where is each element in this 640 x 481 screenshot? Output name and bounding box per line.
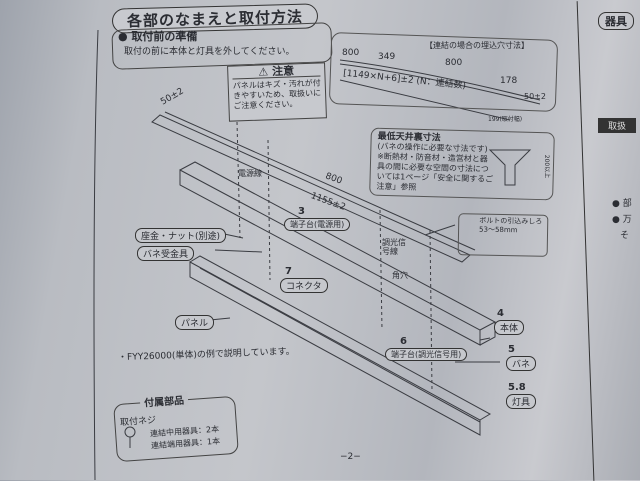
part-num: 5.8 (508, 382, 526, 393)
joint-rail (339, 59, 541, 101)
panel-inner-line (199, 267, 481, 423)
right-page-bullet: ● 部 (612, 199, 632, 209)
bullet-text: 部 (622, 199, 632, 209)
part-num: 7 (285, 266, 292, 277)
part-spring-bracket: バネ受金具 (137, 246, 195, 261)
part-terminal-dimmer: 端子台(調光信号用) (385, 348, 468, 361)
caution-text: パネルはキズ・汚れが付きやすいため、取扱いにご注意ください。 (232, 78, 322, 111)
joint-rail-bottom (339, 79, 511, 121)
ceiling-height: 200以上 (543, 154, 551, 179)
page-number: −2− (340, 452, 361, 462)
dimmer-wire-label: 調光信号線 (382, 238, 406, 256)
joint-dim: 800 (445, 58, 463, 68)
rail-edge (164, 111, 476, 251)
right-page-dark-heading: 取扱 (598, 118, 637, 133)
ceiling-note: ※断熱材・防音材・造営材と器具の間に必要な空間の寸法については1ページ「安全に関… (376, 151, 494, 192)
part-body: 本体 (494, 320, 525, 335)
panel-top-edge (189, 255, 492, 421)
joint-dim: 178 (500, 76, 518, 86)
page-border (93, 29, 99, 480)
part-num: 4 (497, 308, 504, 319)
bolt-range: 53～58mm (479, 225, 518, 235)
right-page-heading: 器具 (598, 12, 634, 30)
part-washer-nut: 座金・ナット(別途) (135, 228, 227, 243)
joint-rail (339, 63, 541, 105)
right-page-bullet-cont: そ (620, 231, 630, 241)
lamp-panel (189, 261, 481, 436)
caution-title-text: 注意 (271, 64, 295, 79)
joint-dim: 50±2 (524, 92, 546, 101)
caution-title: ⚠ 注意 (232, 64, 321, 80)
bolt-box: ボルトの引込みしろ 53～58mm (457, 213, 549, 257)
guide-line (429, 229, 433, 391)
ceiling-width: 199(取付幅) (488, 116, 523, 123)
prep-heading: ● 取付前の準備 (118, 30, 198, 43)
leader-line (214, 249, 263, 253)
caution-box: ⚠ 注意 パネルはキズ・汚れが付きやすいため、取扱いにご注意ください。 (227, 62, 327, 122)
part-terminal-power: 端子台(電源用) (284, 218, 351, 231)
right-page-bullet: ● 万 (612, 215, 632, 225)
part-spring: バネ (506, 356, 537, 371)
leader-line (479, 337, 491, 341)
part-lamp: 灯具 (506, 394, 537, 409)
ceiling-fixture-icon (488, 149, 532, 186)
part-panel: パネル (175, 315, 215, 330)
part-connector: コネクタ (280, 278, 328, 293)
part-num: 3 (298, 206, 305, 217)
square-hole-label: 角穴 (392, 271, 408, 280)
bullet-text: 万 (622, 215, 632, 225)
leader-line (424, 224, 456, 236)
mounting-rail (151, 114, 471, 263)
body-top-edge (179, 161, 497, 331)
part-num: 5 (508, 344, 515, 355)
guide-line (267, 139, 271, 281)
ceiling-box: 最低天井裏寸法 (バネの操作に必要な寸法です) ※断熱材・防音材・造営材と器具の… (369, 127, 555, 201)
guide-line (236, 121, 241, 239)
part-num: 6 (400, 336, 407, 347)
prep-text: 取付の前に本体と灯具を外してください。 (124, 47, 295, 57)
guide-line (379, 209, 383, 331)
joint-dim: 349 (378, 52, 396, 62)
screw-label: 取付ネジ (119, 415, 157, 429)
prep-heading-text: 取付前の準備 (131, 30, 198, 43)
power-wire-label: 電源線 (238, 169, 262, 178)
joint-title: 【連結の場合の埋込穴寸法】 (425, 41, 529, 50)
bolt-text: ボルトの引込みしろ (479, 216, 543, 226)
joint-dim: 800 (342, 48, 360, 58)
